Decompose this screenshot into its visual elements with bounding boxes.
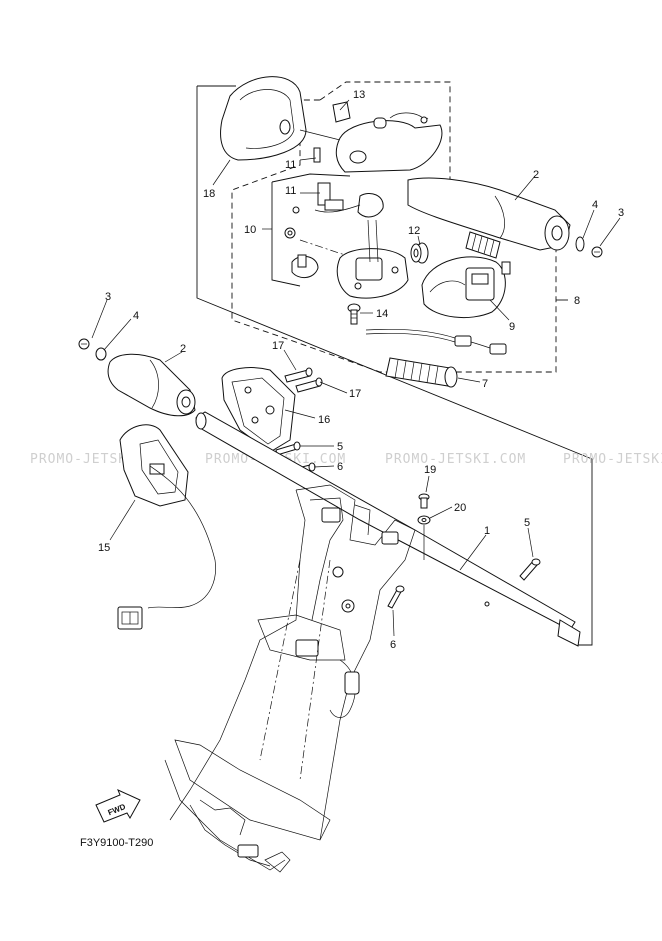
callout-15: 15 (98, 542, 110, 554)
part-throttle-15 (117, 424, 216, 630)
callout-4: 4 (592, 199, 598, 211)
callout-9: 9 (509, 321, 515, 333)
callout-8: 8 (574, 295, 580, 307)
part-grip-right-2 (407, 177, 603, 258)
part-handlebar-1 (195, 411, 581, 647)
callout-2: 2 (180, 343, 186, 355)
part-wire-harness (365, 328, 507, 355)
part-spring-boot (465, 231, 501, 259)
part-grip-boot-7 (385, 357, 458, 388)
part-bolt-washer-19-20 (417, 493, 431, 560)
callout-4: 4 (133, 310, 139, 322)
part-steering-column (164, 484, 416, 873)
leader-lines (91, 99, 621, 637)
part-grip-left-2 (78, 338, 196, 417)
part-grommet-12 (410, 242, 429, 264)
callout-6: 6 (390, 639, 396, 651)
callout-17: 17 (272, 340, 284, 352)
callout-19: 19 (424, 464, 436, 476)
callout-11: 11 (285, 185, 296, 197)
callout-6: 6 (337, 461, 343, 473)
callout-3: 3 (105, 291, 111, 303)
callout-10: 10 (244, 224, 256, 236)
callout-2: 2 (533, 169, 539, 181)
watermark-segment: PROMO-JETSKI.COM (385, 452, 526, 467)
callout-12: 12 (408, 225, 420, 237)
callout-3: 3 (618, 207, 624, 219)
callout-16: 16 (318, 414, 330, 426)
callout-11: 11 (285, 159, 296, 171)
part-switch-module-9 (421, 256, 511, 318)
part-switch-bracket (271, 147, 384, 287)
part-switch-housing-lower (336, 219, 409, 299)
part-cover-18 (220, 76, 341, 161)
callout-5: 5 (337, 441, 343, 453)
callout-5: 5 (524, 517, 530, 529)
callout-7: 7 (482, 378, 488, 390)
part-bolts-17 (284, 367, 323, 393)
callout-1: 1 (484, 525, 490, 537)
part-screw-6b (387, 585, 405, 609)
part-screw-14 (347, 303, 361, 325)
callout-14: 14 (376, 308, 388, 320)
callout-labels: 13 11 11 18 10 2 4 3 12 8 9 14 3 4 2 17 … (98, 89, 624, 651)
fwd-arrow-icon: FWD (95, 789, 141, 823)
callout-13: 13 (353, 89, 365, 101)
assembly-frame (196, 85, 593, 646)
diagram-code: F3Y9100-T290 (80, 837, 153, 849)
callout-17: 17 (349, 388, 361, 400)
part-switch-housing-upper (332, 101, 443, 173)
part-screw-5b (519, 558, 541, 581)
callout-18: 18 (203, 188, 215, 200)
callout-20: 20 (454, 502, 466, 514)
part-center-bracket-16 (221, 367, 296, 453)
switch-assembly-boundary (231, 81, 568, 373)
watermark-segment: PROMO-JETSKI.COM (563, 452, 662, 467)
